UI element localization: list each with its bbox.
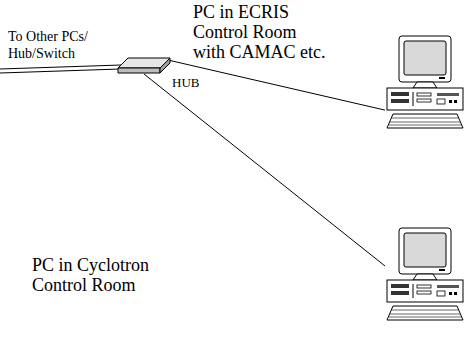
network-cable (0, 69, 120, 73)
pc-node: PC in ECRIS Control Room with CAMAC etc. (385, 36, 465, 131)
pc-caption: PC in ECRIS Control Room with CAMAC etc. (193, 2, 330, 62)
pc-icon (387, 228, 463, 320)
pc-icon (387, 36, 463, 128)
hub-label: HUB (172, 75, 199, 90)
network-link (144, 74, 385, 266)
hub-node: HUB (118, 56, 170, 74)
pc-node: PC in Cyclotron Control Room (385, 228, 465, 323)
pc-caption: PC in Cyclotron Control Room (32, 255, 162, 295)
network-link (170, 61, 385, 111)
cable-label: To Other PCs/ Hub/Switch (8, 28, 100, 62)
hub-symbol (118, 58, 170, 73)
network-cable (0, 65, 121, 69)
